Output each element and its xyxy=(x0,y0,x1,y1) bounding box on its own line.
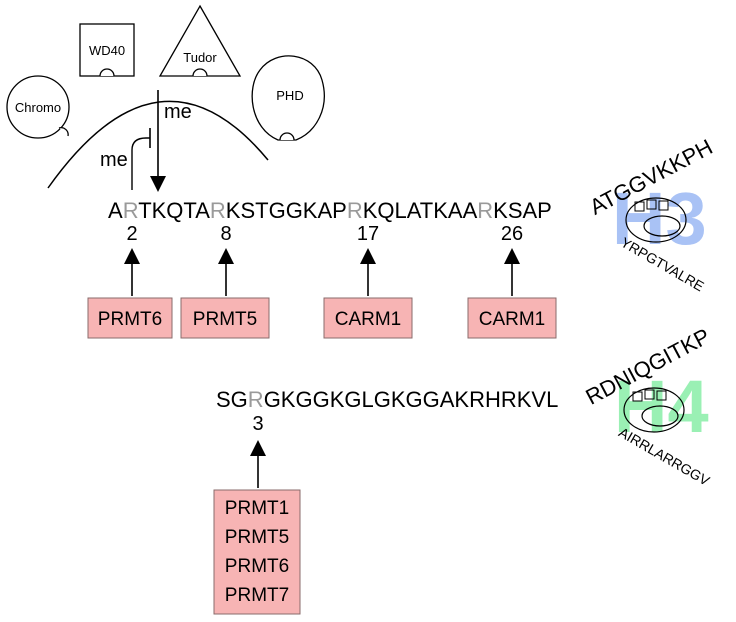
h4-arginine-3: R xyxy=(248,387,264,412)
h3-position-17: 17 xyxy=(357,223,379,245)
h3-watermark: H3 xyxy=(612,177,707,260)
enzyme-box-prmt5-h3: PRMT5 xyxy=(180,297,270,339)
svg-text:CARM1: CARM1 xyxy=(335,309,402,330)
h4-sequence: SGRGKGGKGLGKGGAKRHRKVL xyxy=(216,387,558,412)
h3-arginine-26: R xyxy=(477,198,493,223)
h4-position-3: 3 xyxy=(252,413,263,435)
h3-position-2: 2 xyxy=(126,223,137,245)
reader-arc xyxy=(47,100,269,189)
h4-enzyme-prmt7: PRMT7 xyxy=(225,585,289,606)
domain-label-wd40: WD40 xyxy=(89,43,125,58)
svg-text:PRMT5: PRMT5 xyxy=(193,309,257,330)
h3-watermark-label: H3 xyxy=(612,177,707,260)
domain-label-chromo: Chromo xyxy=(15,100,61,115)
svg-text:CARM1: CARM1 xyxy=(479,309,546,330)
h3-position-8: 8 xyxy=(220,223,231,245)
domain-label-phd: PHD xyxy=(276,88,303,103)
h3-arginine-17: R xyxy=(347,198,363,223)
reader-domain-wd40: WD40 xyxy=(79,23,135,77)
h3-arginine-2: R xyxy=(123,198,139,223)
h4-enzyme-prmt1: PRMT1 xyxy=(225,498,289,519)
h4-enzyme-prmt5: PRMT5 xyxy=(225,527,289,548)
svg-text:PRMT6: PRMT6 xyxy=(98,309,162,330)
domain-label-tudor: Tudor xyxy=(183,50,217,65)
enzyme-box-carm1-r17: CARM1 xyxy=(323,297,413,339)
h4-enzyme-prmt6: PRMT6 xyxy=(225,556,289,577)
h3-sequence: ARTKQTARKSTGGKAPRKQLATKAARKSAP xyxy=(108,198,552,223)
enzyme-box-carm1-r26: CARM1 xyxy=(467,297,557,339)
enzyme-box-prmt6-h3: PRMT6 xyxy=(87,297,173,339)
methyl-label-upper: me xyxy=(164,101,192,123)
reader-domain-phd: PHD xyxy=(251,55,325,141)
methyl-label-lower: me xyxy=(100,149,128,171)
h3-position-26: 26 xyxy=(501,223,523,245)
h3-arginine-8: R xyxy=(210,198,226,223)
reader-domain-chromo: Chromo xyxy=(6,75,70,139)
reader-domain-tudor: Tudor xyxy=(158,4,242,77)
enzyme-box-h4-r3: PRMT1 PRMT5 PRMT6 PRMT7 xyxy=(213,489,301,615)
methyl-inhibit-line xyxy=(131,137,150,190)
